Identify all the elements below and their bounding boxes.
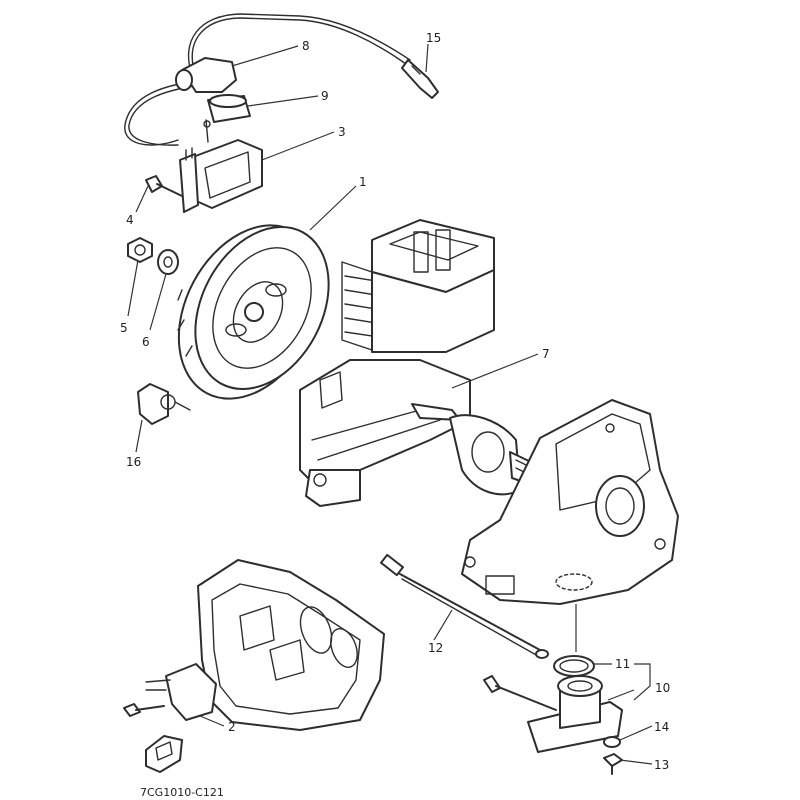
callout-12: 12 <box>428 641 443 655</box>
callout-2: 2 <box>228 720 236 734</box>
diagram-code: 7CG1010-C121 <box>140 786 224 799</box>
callout-6: 6 <box>142 335 150 349</box>
callout-7: 7 <box>542 347 550 361</box>
crankcase-cover <box>461 399 679 605</box>
callout-3: 3 <box>338 125 346 139</box>
callout-10: 10 <box>655 681 670 695</box>
flywheel-washer <box>157 249 179 275</box>
callout-11: 11 <box>615 657 630 671</box>
callout-labels: 1 2 3 4 5 6 7 8 9 10 11 12 13 14 15 16 <box>120 31 670 772</box>
plug-cap <box>175 57 237 93</box>
crankcase-cylinder <box>299 219 495 507</box>
callout-13: 13 <box>654 758 669 772</box>
callout-8: 8 <box>302 39 310 53</box>
callout-1: 1 <box>359 175 367 189</box>
retaining-clip <box>145 735 183 773</box>
flywheel-magneto <box>177 224 330 400</box>
o-ring <box>553 655 595 677</box>
engine-side-cover <box>197 559 385 731</box>
leader-lines <box>127 43 653 765</box>
callout-5: 5 <box>120 321 128 335</box>
strainer-washer <box>603 736 621 748</box>
ignition-coil <box>179 139 263 213</box>
pulser-coil <box>137 383 191 425</box>
oil-level-rod <box>380 553 549 659</box>
callout-9: 9 <box>321 89 329 103</box>
strainer-bolt <box>603 753 623 775</box>
flywheel-nut <box>127 237 153 263</box>
cable-end-terminal <box>401 59 439 99</box>
callout-4: 4 <box>126 213 134 227</box>
callout-15: 15 <box>426 31 441 45</box>
grommet <box>203 94 251 143</box>
high-tension-cable <box>124 13 411 146</box>
rectifier-regulator <box>123 663 217 721</box>
callout-14: 14 <box>654 720 669 734</box>
callout-16: 16 <box>126 455 141 469</box>
oil-strainer <box>483 675 623 753</box>
coil-bolt <box>145 175 183 197</box>
